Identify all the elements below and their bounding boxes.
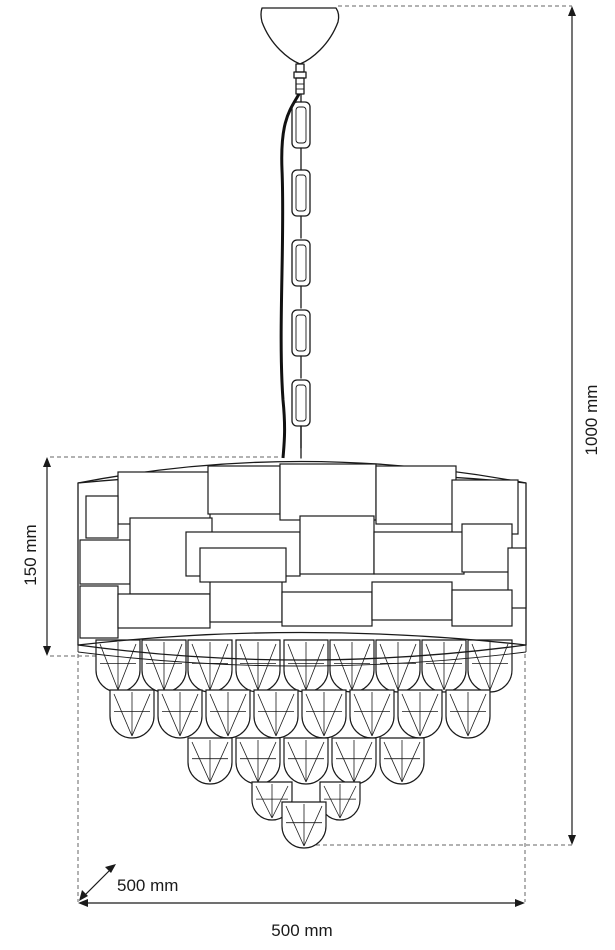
weave-panel <box>373 531 465 575</box>
weave-panel <box>375 465 457 525</box>
crystal-drop <box>349 689 395 739</box>
crystal-drop <box>283 737 329 785</box>
crystal-drop <box>187 639 233 693</box>
crystal-drop <box>109 689 155 739</box>
width-label: 500 mm <box>271 921 332 940</box>
chain-link <box>291 239 311 309</box>
crystal-drop <box>445 689 491 739</box>
crystal-drop <box>205 689 251 739</box>
shade-height-dimension: 150 mm <box>21 457 51 656</box>
weave-panel <box>117 593 211 629</box>
weave-panel <box>207 465 281 515</box>
crystal-drop <box>331 737 377 785</box>
weave-panel <box>209 577 283 623</box>
shade-weave-pattern <box>79 463 527 639</box>
crystal-drop <box>301 689 347 739</box>
weave-panel <box>117 471 211 525</box>
crystal-drop <box>235 737 281 785</box>
crystal-drop <box>397 689 443 739</box>
chain-link <box>291 101 311 171</box>
weave-panel <box>451 589 513 627</box>
shade-height-label: 150 mm <box>21 524 40 585</box>
weave-panel <box>461 523 513 573</box>
crystal-drops <box>95 639 513 849</box>
crystal-drop <box>379 737 425 785</box>
weave-panel <box>299 515 375 575</box>
weave-panel <box>79 539 131 585</box>
extension-lines <box>50 5 572 902</box>
crystal-drop <box>281 801 327 849</box>
weave-panel <box>371 581 453 621</box>
crystal-drop <box>375 639 421 693</box>
total-height-label: 1000 mm <box>582 385 601 456</box>
crystal-drop <box>467 639 513 693</box>
width-dimension: 500 mm <box>78 899 525 940</box>
suspension-chain <box>291 93 311 459</box>
crystal-drop <box>253 689 299 739</box>
weave-panel <box>281 591 373 627</box>
crystal-drop <box>157 689 203 739</box>
drum-shade <box>77 460 527 667</box>
crystal-drop <box>187 737 233 785</box>
weave-panel <box>279 463 377 521</box>
weave-panel <box>79 585 119 639</box>
chain-link <box>291 169 311 239</box>
crystal-drop <box>141 639 187 693</box>
weave-panel <box>199 547 287 583</box>
crystal-drop <box>421 639 467 693</box>
chain-link <box>291 309 311 379</box>
ceiling-canopy <box>260 7 340 95</box>
depth-label: 500 mm <box>117 876 178 895</box>
total-height-dimension: 1000 mm <box>568 6 601 845</box>
weave-panel <box>85 495 119 539</box>
depth-dimension: 500 mm <box>79 864 178 901</box>
power-cable <box>279 93 301 459</box>
